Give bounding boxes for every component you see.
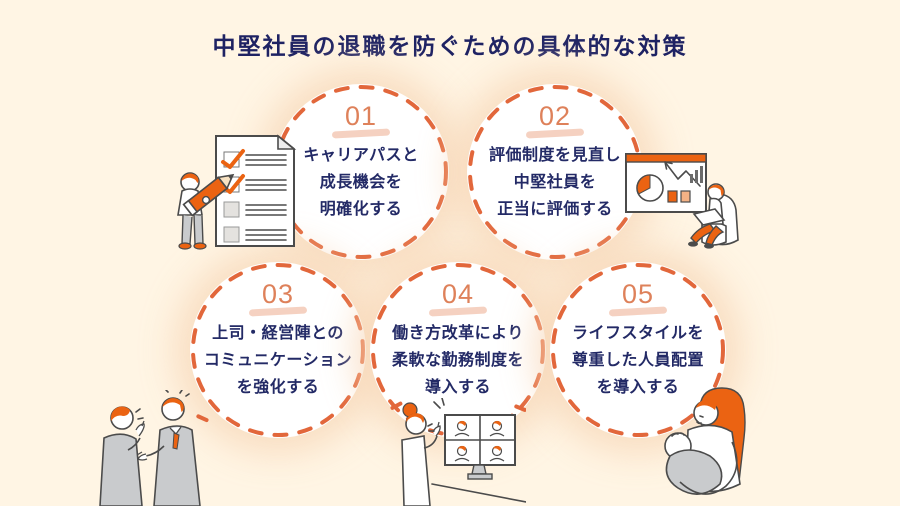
topic-line: 中堅社員を [513, 173, 597, 191]
checklist-person-illustration [177, 134, 297, 250]
topic-line: 正当に評価する [497, 200, 613, 218]
presentation-chart-person-illustration [625, 153, 739, 249]
mother-and-baby-illustration [664, 387, 746, 495]
topic-line: 上司・経営陣との [212, 325, 344, 342]
topic-line: ライフスタイルを [571, 325, 704, 342]
topic-line: 柔軟な勤務制度を [391, 351, 524, 369]
video-call-illustration [390, 398, 526, 506]
topic-circle-02: 02 評価制度を見直し 中堅社員を 正当に評価する [467, 84, 643, 260]
topic-line: 評価制度を見直し [488, 147, 621, 164]
two-men-talking-illustration [99, 390, 209, 506]
page-title: 中堅社員の退職を防ぐための具体的な対策 [212, 33, 688, 59]
topic-circle-01: 01 キャリアパスと 成長機会を 明確化する [273, 84, 449, 260]
topic-line: 明確化する [319, 200, 403, 218]
topic-number: 05 [621, 279, 655, 309]
topic-line: 尊重した人員配置 [571, 351, 704, 369]
topic-number: 02 [538, 101, 572, 131]
topic-number: 04 [441, 279, 475, 309]
topic-line: 働き方改革により [392, 325, 524, 342]
topic-line: キャリアパスと [303, 147, 419, 164]
topic-number: 01 [344, 101, 378, 131]
topic-circle-03: 03 上司・経営陣との コミュニケーション を強化する [190, 262, 366, 438]
topic-line: 成長機会を [319, 173, 403, 191]
topic-number: 03 [261, 279, 295, 309]
topic-line: コミュニケーション [203, 351, 353, 369]
